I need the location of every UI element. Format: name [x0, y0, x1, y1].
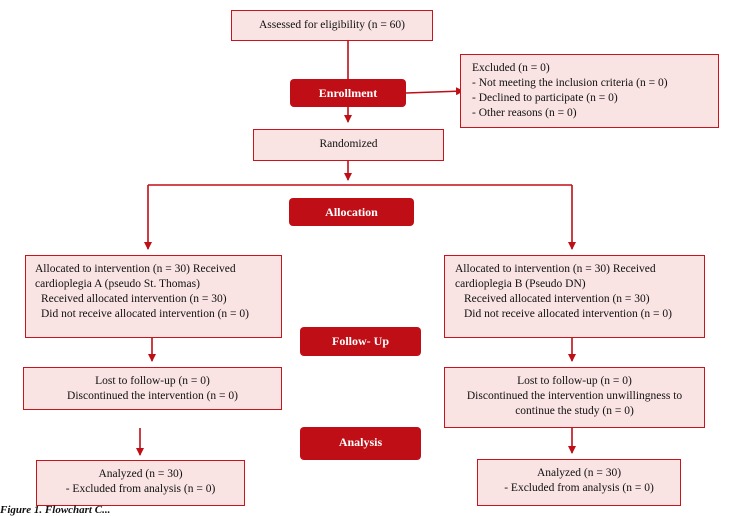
excluded-reason: - Other reasons (n = 0)	[472, 107, 577, 119]
stage-allocation: Allocation	[289, 198, 414, 226]
assessed-text: Assessed for eligibility (n = 60)	[258, 19, 406, 31]
followup-right-line: Discontinued the intervention unwillingn…	[466, 390, 683, 402]
followup-right-line: continue the study (n = 0)	[515, 405, 634, 417]
analysis-left-box: Analyzed (n = 30) - Excluded from analys…	[36, 460, 245, 506]
randomized-text: Randomized	[319, 138, 378, 150]
followup-right-box: Lost to follow-up (n = 0) Discontinued t…	[444, 367, 705, 428]
allocation-right-line: cardioplegia B (Pseudo DN)	[455, 278, 586, 290]
excluded-title: Excluded (n = 0)	[472, 62, 550, 74]
excluded-reason: - Declined to participate (n = 0)	[472, 92, 618, 104]
connector-enrollment-excluded	[405, 87, 464, 96]
allocation-right-line: Did not receive allocated intervention (…	[464, 308, 672, 320]
allocation-left-line: Did not receive allocated intervention (…	[41, 308, 249, 320]
allocation-left-line: cardioplegia A (pseudo St. Thomas)	[35, 278, 200, 290]
followup-left-box: Lost to follow-up (n = 0) Discontinued t…	[23, 367, 282, 410]
allocation-right-box: Allocated to intervention (n = 30) Recei…	[444, 255, 705, 338]
allocation-left-line: Allocated to intervention (n = 30) Recei…	[35, 263, 236, 275]
assessed-box: Assessed for eligibility (n = 60)	[231, 10, 433, 41]
allocation-right-line: Received allocated intervention (n = 30)	[464, 293, 650, 305]
followup-right-line: Lost to follow-up (n = 0)	[517, 375, 632, 387]
excluded-reason: - Not meeting the inclusion criteria (n …	[472, 77, 668, 89]
allocation-left-line: Received allocated intervention (n = 30)	[41, 293, 227, 305]
followup-left-line: Lost to follow-up (n = 0)	[95, 375, 210, 387]
figure-caption: Figure 1. Flowchart C...	[0, 504, 111, 516]
analysis-right-line: Analyzed (n = 30)	[536, 467, 622, 479]
stage-follow-up: Follow- Up	[300, 327, 421, 356]
analysis-right-line: - Excluded from analysis (n = 0)	[504, 482, 654, 494]
allocation-right-line: Allocated to intervention (n = 30) Recei…	[455, 263, 656, 275]
randomized-box: Randomized	[253, 129, 444, 161]
analysis-left-line: Analyzed (n = 30)	[98, 468, 183, 480]
analysis-right-box: Analyzed (n = 30) - Excluded from analys…	[477, 459, 681, 506]
stage-enrollment: Enrollment	[290, 79, 406, 107]
analysis-left-line: - Excluded from analysis (n = 0)	[65, 483, 216, 495]
stage-analysis: Analysis	[300, 427, 421, 460]
excluded-box: Excluded (n = 0) - Not meeting the inclu…	[460, 54, 719, 128]
followup-left-line: Discontinued the intervention (n = 0)	[67, 390, 238, 402]
allocation-left-box: Allocated to intervention (n = 30) Recei…	[25, 255, 282, 338]
